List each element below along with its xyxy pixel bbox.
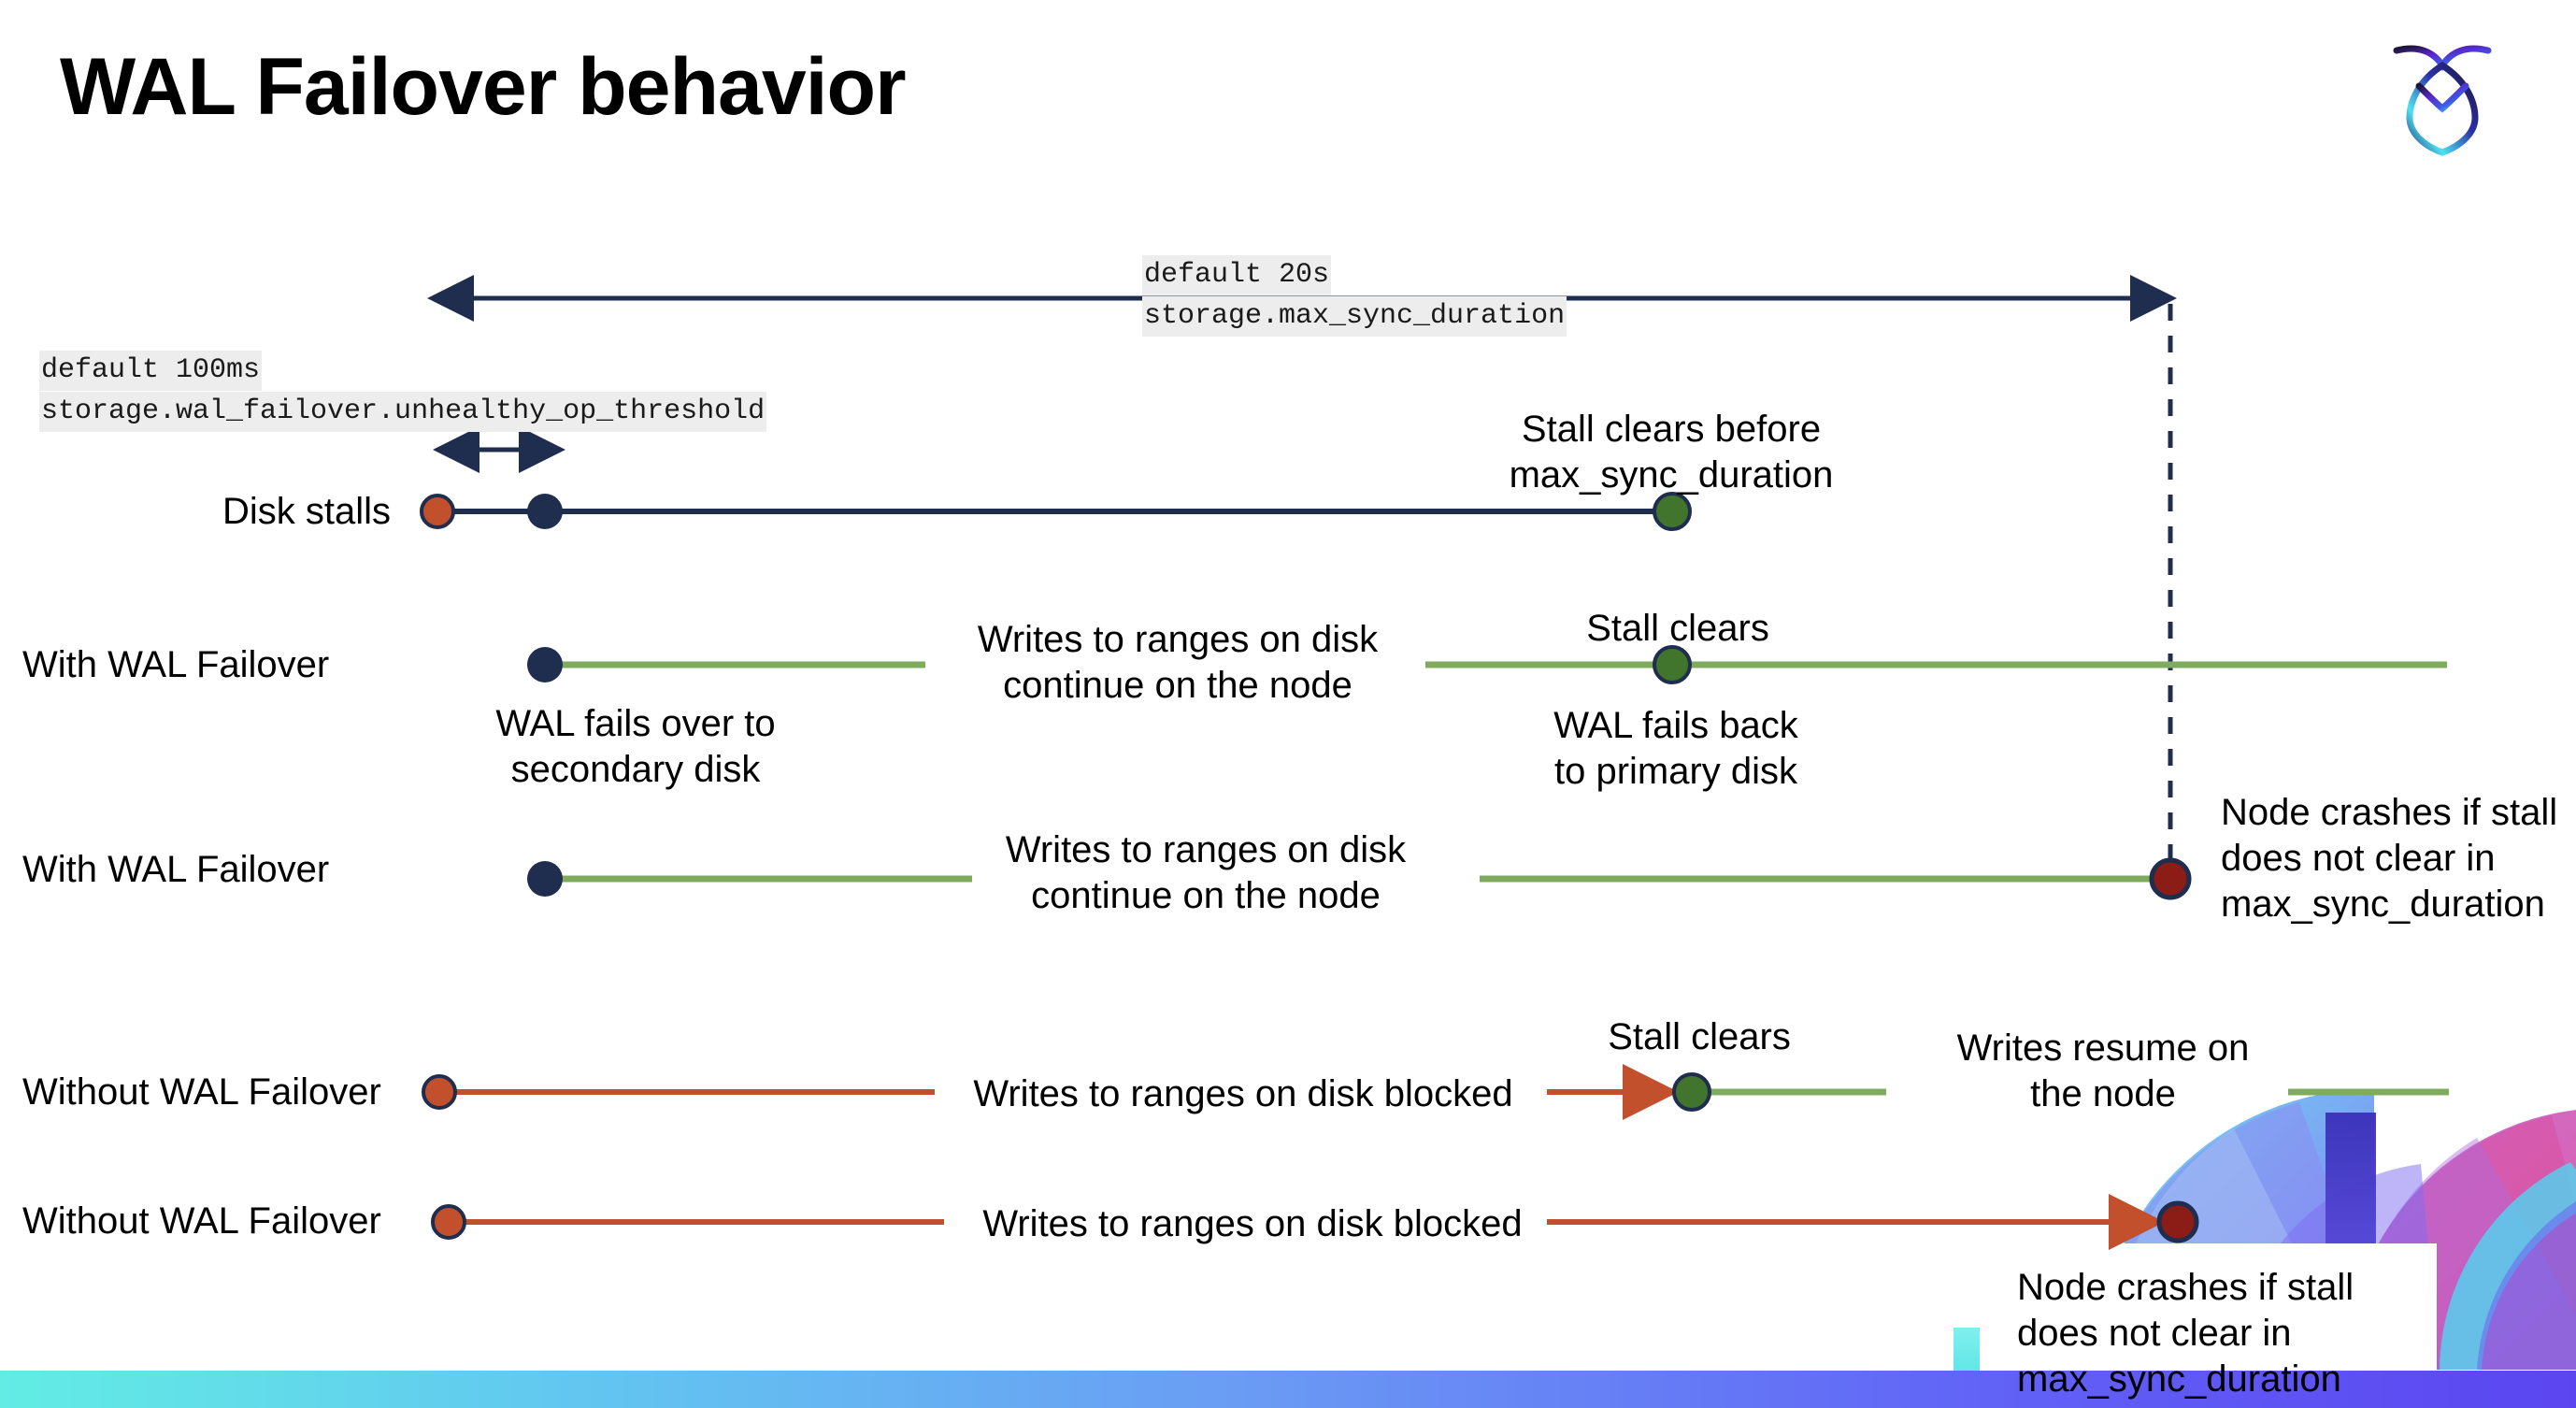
annotation-wal-fails-back: WAL fails back to primary disk [1553,705,1798,792]
annotation-writes-blocked-1: Writes to ranges on disk blocked [973,1073,1513,1114]
row-line-without-wal-failover-2 [431,1194,2199,1250]
unhealthy-op-threshold-default-chip: default 100ms [39,351,263,391]
row-label-with-wal-failover-1: With WAL Failover [22,644,330,685]
annotation-stall-clears-before: Stall clears before max_sync_duration [1509,409,1834,496]
row-label-with-wal-failover-2: With WAL Failover [22,849,330,890]
cockroachdb-logo-icon [2382,28,2503,159]
annotation-writes-continue-1: Writes to ranges on disk continue on the… [977,619,1379,706]
annotation-writes-resume: Writes resume on the node [1956,1027,2250,1114]
unhealthy-op-threshold-setting-chip: storage.wal_failover.unhealthy_op_thresh… [39,392,767,432]
page-title: WAL Failover behavior [60,42,907,132]
annotation-stall-clears-1: Stall clears [1586,608,1769,649]
max-sync-duration-setting-chip: storage.max_sync_duration [1142,296,1567,337]
annotation-wal-fails-over: WAL fails over to secondary disk [495,703,776,790]
annotation-writes-continue-2: Writes to ranges on disk continue on the… [1005,829,1407,916]
annotation-node-crashes-1: Node crashes if stall does not clear in … [2221,792,2558,925]
row-line-disk-stalls [420,492,1692,531]
decorative-cyan-sliver [1953,1328,1980,1371]
row-label-disk-stalls: Disk stalls [222,491,392,532]
annotation-node-crashes-2: Node crashes if stall does not clear in … [2017,1267,2354,1400]
row-line-without-wal-failover-1 [422,1064,2449,1120]
bottom-gradient-bar [0,1371,2576,1408]
max-sync-duration-default-chip: default 20s [1142,255,1332,295]
row-label-without-wal-failover-2: Without WAL Failover [22,1200,381,1242]
row-label-without-wal-failover-1: Without WAL Failover [22,1071,381,1113]
row-line-with-wal-failover-2 [527,857,2192,900]
annotation-stall-clears-2: Stall clears [1608,1016,1791,1057]
row-line-with-wal-failover-1 [527,645,2447,684]
annotation-writes-blocked-2: Writes to ranges on disk blocked [982,1203,1523,1244]
